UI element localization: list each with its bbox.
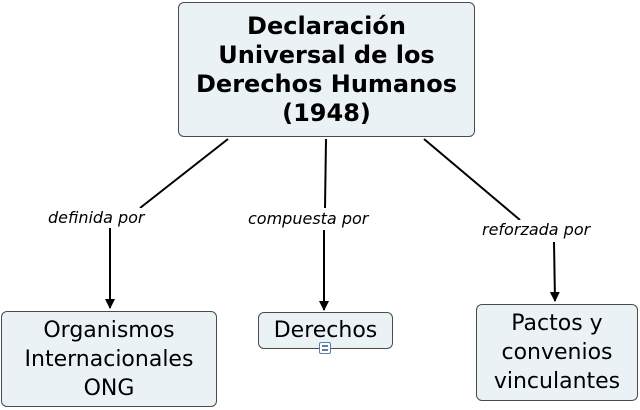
main-concept-node[interactable]: Declaración Universal de los Derechos Hu…: [178, 2, 475, 137]
link-label-definida-por[interactable]: definida por: [48, 208, 145, 228]
concept-line: Derechos: [273, 318, 378, 343]
concept-node-organismos[interactable]: Organismos Internacionales ONG: [1, 311, 217, 407]
link-label-compuesta-por[interactable]: compuesta por: [248, 209, 369, 229]
concept-line: Organismos: [43, 317, 175, 343]
concept-line: Internacionales: [24, 346, 194, 372]
main-concept-line: (1948): [282, 98, 371, 127]
submap-icon[interactable]: [319, 342, 331, 354]
concept-node-derechos[interactable]: Derechos: [258, 312, 393, 349]
edge-reforzada-to-pactos: [549, 241, 560, 302]
main-concept-line: Universal de los: [218, 40, 435, 69]
concept-line: Pactos y: [511, 311, 603, 336]
main-concept-line: Derechos Humanos: [196, 69, 457, 98]
edge-main-to-definida: [139, 138, 229, 209]
concept-line: convenios: [501, 340, 613, 365]
concept-line: vinculantes: [493, 369, 621, 394]
edge-main-to-compuesta: [324, 138, 327, 209]
edge-main-to-reforzada: [423, 138, 521, 221]
concept-line: ONG: [83, 375, 135, 401]
concept-node-pactos[interactable]: Pactos y convenios vinculantes: [476, 304, 638, 401]
link-label-reforzada-por[interactable]: reforzada por: [482, 220, 591, 240]
main-concept-line: Declaración: [247, 11, 406, 40]
